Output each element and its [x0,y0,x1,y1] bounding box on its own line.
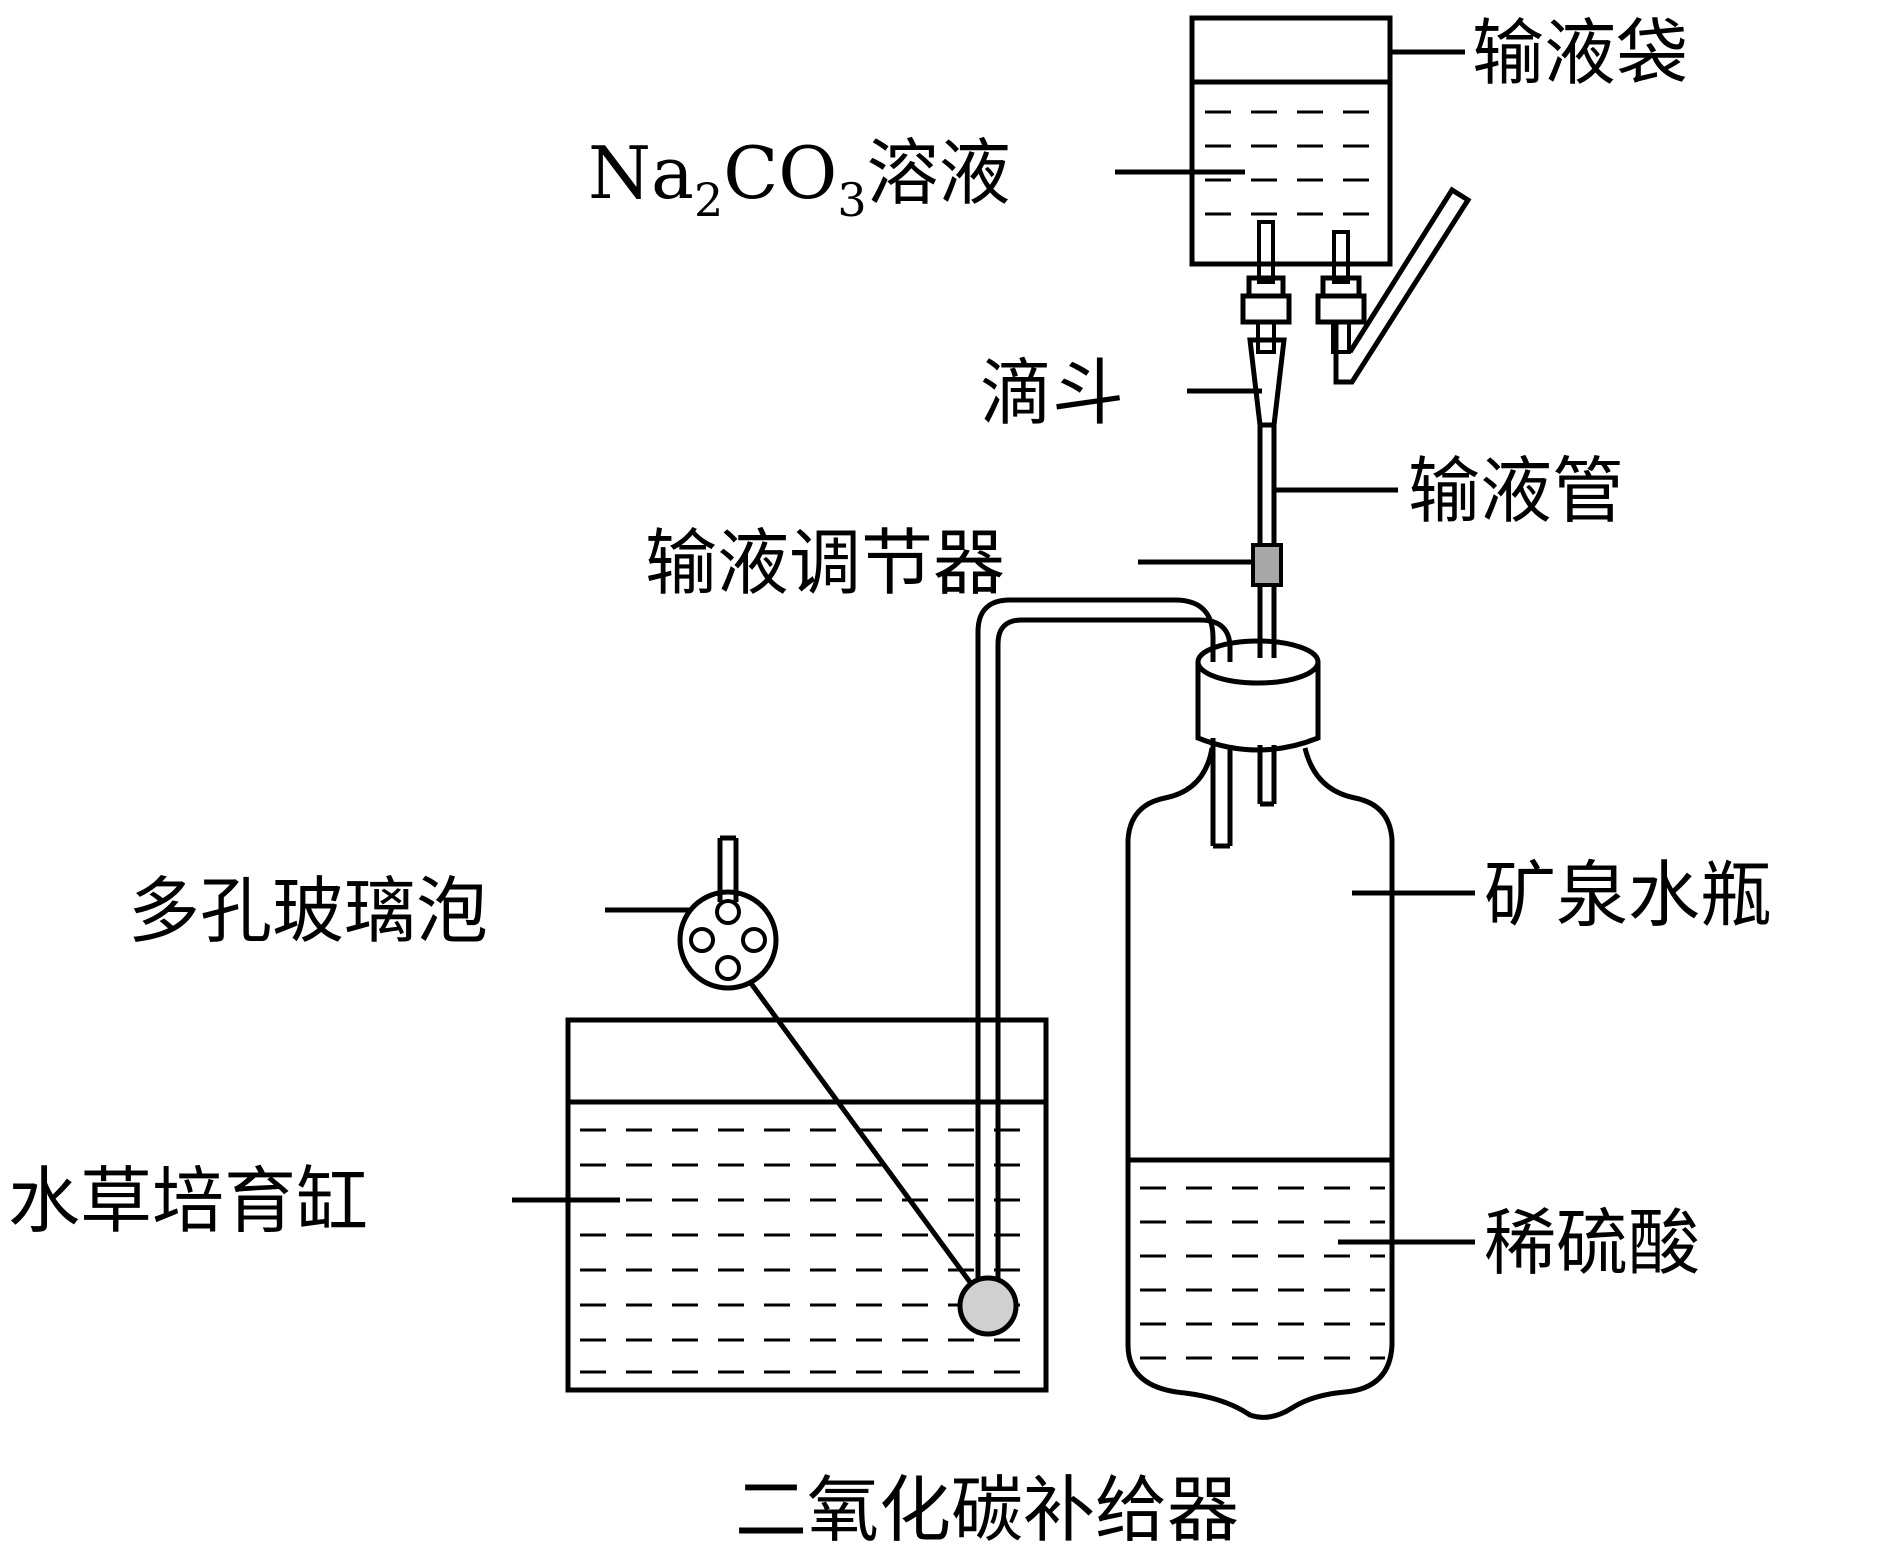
leader-lines [512,49,1475,1245]
caption: 二氧化碳补给器 [735,1468,1239,1552]
label-drip-chamber: 滴斗 [980,351,1124,435]
label-flow-regulator: 输液调节器 [645,521,1005,605]
aquarium-tank [565,1017,1049,1393]
diffuser-ball [957,1275,1019,1337]
label-na2co3-solution: Na2CO3溶液 [588,131,1011,227]
porous-glass-bulb [677,835,779,991]
infusion-tube-line [1257,425,1277,658]
flow-regulator [1251,543,1283,587]
label-acid: 稀硫酸 [1484,1201,1700,1285]
label-infusion-tube: 输液管 [1408,449,1624,533]
infusion-bag [1189,15,1393,267]
label-infusion-bag: 输液袋 [1472,11,1688,95]
label-porous-bulb: 多孔玻璃泡 [128,869,488,953]
bag-connectors [1240,186,1472,385]
bulb-rod [747,980,989,1306]
mineral-water-bottle [1125,638,1395,1420]
label-tank: 水草培育缸 [8,1159,368,1243]
label-bottle: 矿泉水瓶 [1484,853,1772,937]
